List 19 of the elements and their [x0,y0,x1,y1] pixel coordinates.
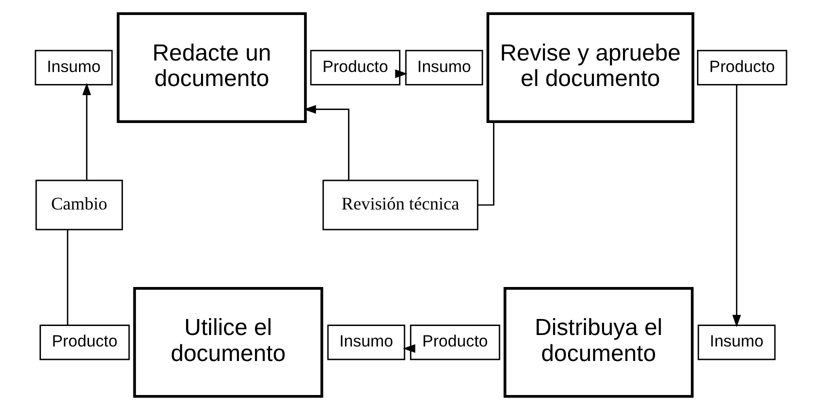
node-box: Insumo [698,324,776,360]
arrow [304,105,350,180]
arrow [395,69,408,78]
node-box: Revise y apruebe el documento [486,12,694,123]
node-box: Insumo [34,50,113,86]
connector [478,122,494,206]
node-box: Cambio [35,180,123,230]
node-box: Utilice el documento [133,287,324,398]
node-box: Revisión técnica [322,180,478,230]
node-box: Insumo [405,50,484,86]
node-box: Insumo [327,324,406,360]
node-box: Producto [697,50,788,86]
arrow [82,82,92,180]
arrow [732,84,741,328]
arrow [402,344,416,353]
connector [66,230,68,325]
node-box: Redacte un documento [116,12,307,123]
node-box: Distribuya el documento [504,287,694,398]
node-box: Producto [40,324,130,360]
